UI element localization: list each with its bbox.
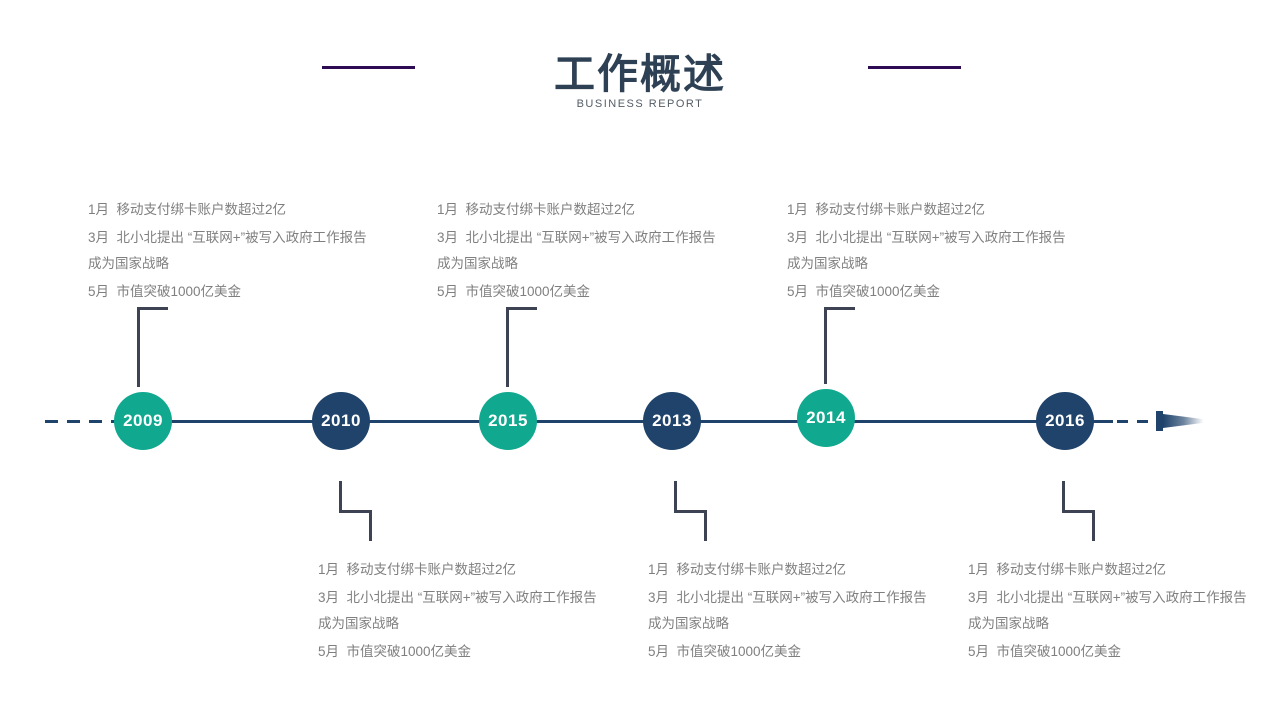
timeline-node-2010: 2010: [312, 392, 370, 450]
page-subtitle: BUSINESS REPORT: [576, 98, 704, 110]
detail-line: 1月 移动支付绑卡账户数超过2亿: [318, 562, 517, 577]
event-details-2014: 1月 移动支付绑卡账户数超过2亿 3月 北小北提出 “互联网+”被写入政府工作报…: [787, 199, 1117, 302]
connector-below-2016: [1062, 481, 1065, 513]
timeline-node-2009: 2009: [114, 392, 172, 450]
header-accent-line-left: [322, 66, 415, 69]
year-label: 2013: [652, 411, 692, 430]
connector-below-2013: [674, 481, 677, 513]
detail-line: 成为国家战略: [318, 616, 399, 631]
detail-line: 1月 移动支付绑卡账户数超过2亿: [437, 202, 636, 217]
connector-above-2014: [824, 307, 855, 310]
year-label: 2016: [1045, 411, 1085, 430]
detail-line: 1月 移动支付绑卡账户数超过2亿: [648, 562, 847, 577]
event-details-2013: 1月 移动支付绑卡账户数超过2亿 3月 北小北提出 “互联网+”被写入政府工作报…: [648, 559, 978, 662]
timeline-node-2013: 2013: [643, 392, 701, 450]
connector-above-2015: [506, 307, 537, 310]
connector-below-2016: [1062, 510, 1095, 513]
connector-below-2010: [339, 481, 342, 513]
detail-line: 成为国家战略: [88, 256, 169, 271]
detail-line: 5月 市值突破1000亿美金: [648, 644, 802, 659]
event-details-2016: 1月 移动支付绑卡账户数超过2亿 3月 北小北提出 “互联网+”被写入政府工作报…: [968, 559, 1280, 662]
connector-below-2013: [704, 510, 707, 541]
timeline-node-2016: 2016: [1036, 392, 1094, 450]
detail-line: 成为国家战略: [787, 256, 868, 271]
detail-line: 成为国家战略: [437, 256, 518, 271]
timeline-axis: [143, 420, 1113, 423]
detail-line: 5月 市值突破1000亿美金: [968, 644, 1122, 659]
detail-line: 3月 北小北提出 “互联网+”被写入政府工作报告: [437, 230, 716, 245]
detail-line: 3月 北小北提出 “互联网+”被写入政府工作报告: [787, 230, 1066, 245]
connector-above-2009: [137, 307, 140, 387]
detail-line: 成为国家战略: [648, 616, 729, 631]
detail-line: 成为国家战略: [968, 616, 1049, 631]
detail-line: 3月 北小北提出 “互联网+”被写入政府工作报告: [648, 590, 927, 605]
page-title: 工作概述: [554, 51, 726, 97]
year-label: 2014: [806, 408, 846, 427]
year-label: 2010: [321, 411, 361, 430]
detail-line: 5月 市值突破1000亿美金: [787, 284, 941, 299]
timeline-arrow-icon: [1163, 414, 1209, 428]
detail-line: 5月 市值突破1000亿美金: [88, 284, 242, 299]
connector-above-2015: [506, 307, 509, 387]
event-details-2015: 1月 移动支付绑卡账户数超过2亿 3月 北小北提出 “互联网+”被写入政府工作报…: [437, 199, 767, 302]
event-details-2009: 1月 移动支付绑卡账户数超过2亿 3月 北小北提出 “互联网+”被写入政府工作报…: [88, 199, 418, 302]
detail-line: 3月 北小北提出 “互联网+”被写入政府工作报告: [968, 590, 1247, 605]
detail-line: 3月 北小北提出 “互联网+”被写入政府工作报告: [318, 590, 597, 605]
connector-below-2010: [369, 510, 372, 541]
connector-below-2010: [339, 510, 372, 513]
detail-line: 3月 北小北提出 “互联网+”被写入政府工作报告: [88, 230, 367, 245]
timeline-dashed-line-right: [1117, 420, 1156, 423]
detail-line: 5月 市值突破1000亿美金: [318, 644, 472, 659]
detail-line: 5月 市值突破1000亿美金: [437, 284, 591, 299]
timeline-end-cap: [1156, 411, 1163, 431]
year-label: 2009: [123, 411, 163, 430]
detail-line: 1月 移动支付绑卡账户数超过2亿: [787, 202, 986, 217]
connector-above-2014: [824, 307, 827, 384]
year-label: 2015: [488, 411, 528, 430]
detail-line: 1月 移动支付绑卡账户数超过2亿: [968, 562, 1167, 577]
event-details-2010: 1月 移动支付绑卡账户数超过2亿 3月 北小北提出 “互联网+”被写入政府工作报…: [318, 559, 648, 662]
timeline-dashed-line-left: [45, 420, 115, 423]
detail-line: 1月 移动支付绑卡账户数超过2亿: [88, 202, 287, 217]
timeline-node-2014: 2014: [797, 389, 855, 447]
connector-below-2016: [1092, 510, 1095, 541]
header-accent-line-right: [868, 66, 961, 69]
timeline-node-2015: 2015: [479, 392, 537, 450]
connector-above-2009: [137, 307, 168, 310]
connector-below-2013: [674, 510, 707, 513]
